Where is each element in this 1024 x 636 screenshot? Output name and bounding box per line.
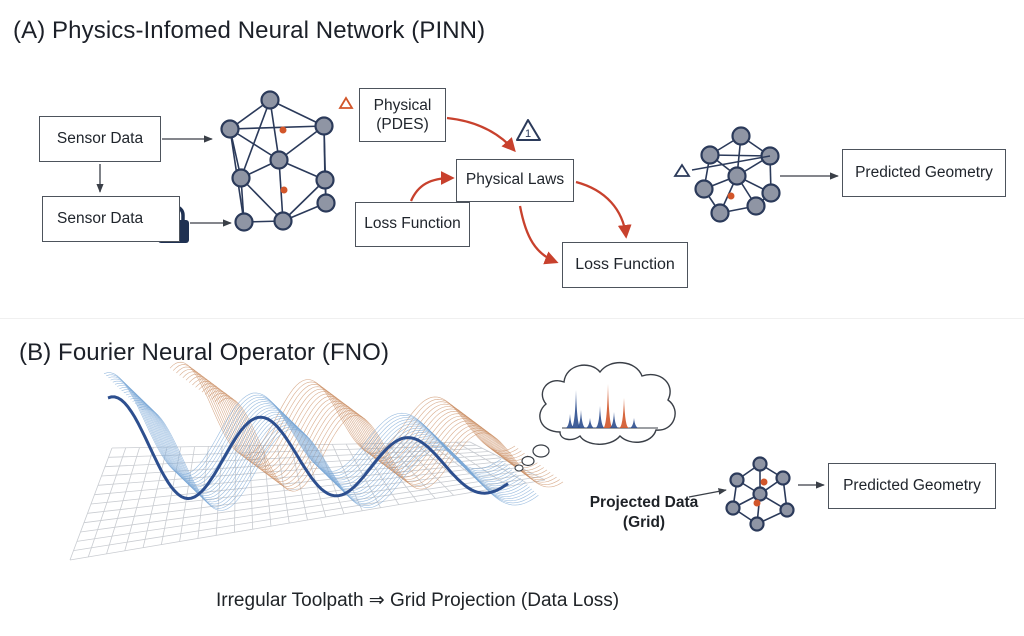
network-edge [323, 125, 327, 204]
spectrum-peak [603, 384, 613, 428]
neural-network-a-main [220, 90, 336, 232]
network-edge [282, 179, 326, 222]
predicted-geometry-box-b: Predicted Geometry [828, 463, 996, 509]
projected-data-line2: (Grid) [622, 513, 666, 531]
network-edge [229, 125, 325, 130]
projected-data-arrow [688, 488, 727, 498]
sensor-connectors [96, 135, 232, 227]
blue-wave-line [141, 408, 539, 511]
predicted-geometry-box-a: Predicted Geometry [842, 149, 1006, 197]
sensor-data-box-1: Sensor Data [39, 116, 161, 162]
network-accent-node [753, 499, 761, 507]
orange-wave-line [201, 385, 548, 480]
sensor-data-box-2: Sensor Data [42, 196, 180, 242]
network-accent-node [727, 192, 735, 200]
network-edge [709, 154, 771, 157]
physical-label: Physical [373, 97, 432, 115]
network-node [710, 203, 730, 223]
grid-line [90, 460, 508, 505]
network-node [749, 516, 765, 532]
network-node [269, 150, 289, 170]
network-node [752, 486, 768, 502]
network-accent-node [279, 126, 287, 134]
network-node [779, 502, 795, 518]
spectrum-peak [576, 410, 586, 428]
network-node [746, 196, 766, 216]
predicted-geometry-label-b: Predicted Geometry [843, 476, 981, 494]
network-edge [229, 128, 280, 161]
orange-wave-line [217, 397, 564, 492]
orange-wave-line [204, 388, 551, 482]
network-edge [240, 99, 271, 179]
network-node [314, 116, 334, 136]
network-node [220, 119, 240, 139]
network-node [725, 500, 741, 516]
grid-line [73, 476, 539, 552]
network-node [315, 170, 335, 190]
network-node [727, 166, 747, 186]
warning-triangle-icon [516, 119, 541, 141]
physical-pdes-box: Physical (PDES) [359, 88, 446, 142]
warning-badge-label: 1 [525, 128, 531, 140]
network-accent-node [280, 186, 288, 194]
network-node [761, 183, 781, 203]
grid-line [76, 473, 533, 542]
network-node [700, 145, 720, 165]
spectrum-peak [619, 398, 629, 428]
spectrum-peak [585, 418, 595, 428]
network-node [775, 470, 791, 486]
physical-laws-label: Physical Laws [465, 171, 565, 189]
orange-wave-line [208, 390, 554, 485]
network-node [694, 179, 714, 199]
sensor-data-label-1: Sensor Data [56, 129, 144, 147]
network-node [260, 90, 280, 110]
section-divider [0, 318, 1024, 319]
spectrum-icon [562, 384, 658, 429]
network-node [729, 472, 745, 488]
network-node [752, 456, 768, 472]
spectrum-peak [609, 412, 619, 428]
thought-cloud-icon [514, 362, 676, 472]
loss-function-label-2: Loss Function [575, 256, 675, 274]
grid-line [94, 457, 502, 496]
network-edge [269, 99, 325, 127]
grid-line [69, 479, 546, 561]
network-edge [691, 155, 771, 171]
toolpath-waves [103, 361, 564, 511]
spectrum-peak [565, 414, 575, 428]
network-edge [269, 99, 280, 161]
delta-triangle-icon [338, 96, 354, 109]
network-edge [240, 177, 284, 222]
network-node [273, 211, 293, 231]
delta-triangle-icon [673, 163, 691, 177]
network-node [234, 212, 254, 232]
grid-line [80, 470, 527, 533]
projected-data-label: Projected Data (Grid) [585, 493, 703, 533]
pdes-label: (PDES) [376, 116, 429, 133]
projected-data-line1: Projected Data [589, 494, 699, 511]
loss-function-box-2: Loss Function [562, 242, 688, 288]
spectrum-peak [595, 406, 605, 428]
physics-flow-arrows [409, 116, 632, 265]
section-a-title: (A) Physics-Infomed Neural Network (PINN… [13, 17, 486, 44]
neural-network-b-output [725, 456, 795, 532]
predicted-geometry-label-a: Predicted Geometry [855, 163, 993, 181]
grid-line [83, 466, 521, 524]
spectrum-peak [571, 390, 581, 428]
main-toolpath-wave [107, 395, 509, 501]
loss-function-box-1: Loss Function [355, 202, 470, 247]
sensor-data-label-2: Sensor Data [57, 209, 144, 227]
loss-function-label-1: Loss Function [364, 215, 461, 233]
section-b-title: (B) Fourier Neural Operator (FNO) [19, 339, 390, 366]
network-accent-node [760, 478, 768, 486]
neural-network-a-output [691, 126, 781, 223]
physical-laws-box: Physical Laws [456, 159, 574, 202]
spectrum-peak [629, 418, 639, 428]
bottom-caption: Irregular Toolpath ⇒ Grid Projection (Da… [216, 590, 620, 611]
network-node [231, 168, 251, 188]
network-node [316, 193, 336, 213]
network-node [731, 126, 751, 146]
